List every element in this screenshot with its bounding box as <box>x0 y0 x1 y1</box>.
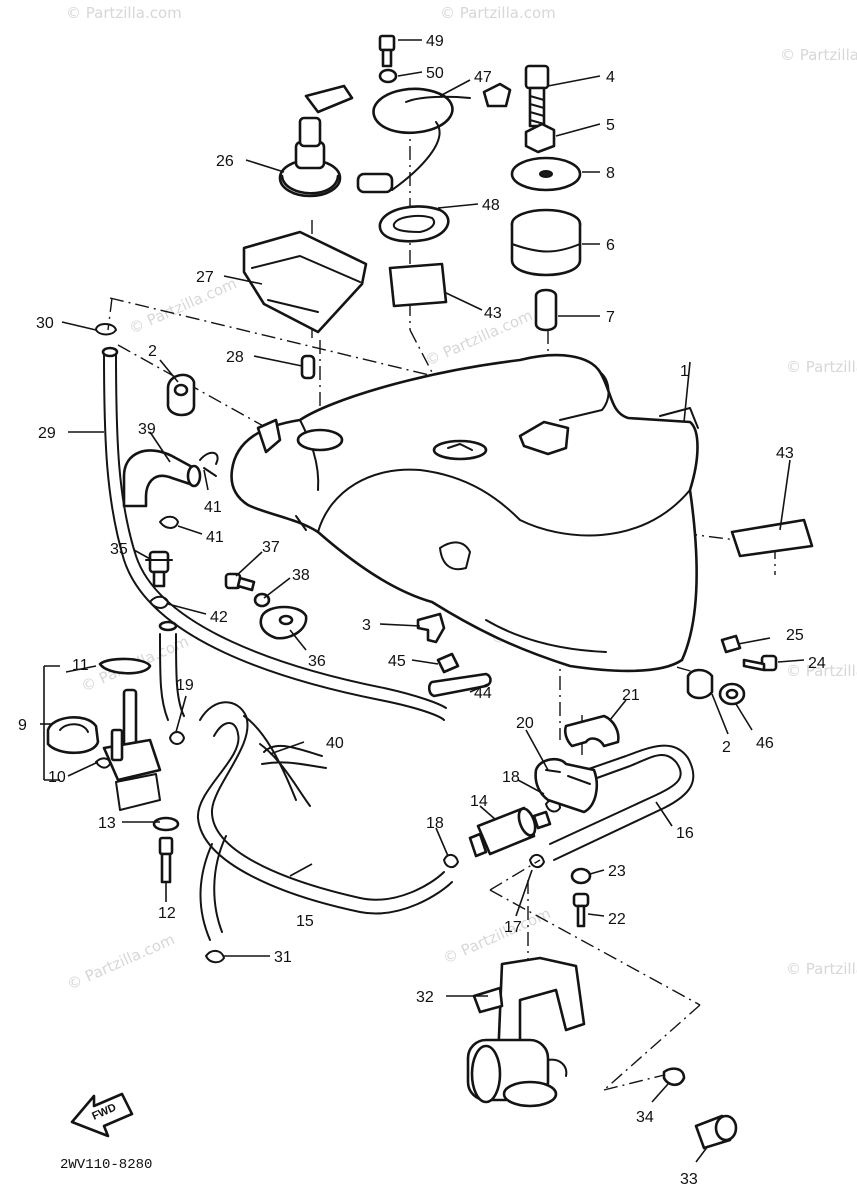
fuel-tank <box>230 353 699 673</box>
watermark-text: © Partzilla.com <box>786 662 857 680</box>
callout-18: 18 <box>426 815 444 832</box>
callout-42: 42 <box>210 609 228 626</box>
watermark-text: © Partzilla.com <box>440 4 556 22</box>
breather-hose <box>95 323 447 721</box>
callout-41: 41 <box>204 499 222 516</box>
fuel-cock <box>46 657 180 884</box>
fuel-hose <box>158 620 453 941</box>
callout-31: 31 <box>274 949 292 966</box>
callout-25: 25 <box>786 627 804 644</box>
callout-49: 49 <box>426 33 444 50</box>
watermark-text: © Partzilla.com <box>786 358 857 376</box>
callout-16: 16 <box>676 825 694 842</box>
callout-39: 39 <box>138 421 156 438</box>
callout-41: 41 <box>206 529 224 546</box>
filter-bracket <box>534 757 598 814</box>
fuel-sender <box>145 550 173 588</box>
bracket-clip <box>416 612 446 644</box>
grommet <box>166 373 196 417</box>
filter-clamp <box>563 714 620 748</box>
callout-24: 24 <box>808 655 826 672</box>
bracket-fasteners <box>224 572 308 640</box>
callout-18: 18 <box>502 769 520 786</box>
callout-22: 22 <box>608 911 626 928</box>
callout-11: 11 <box>72 657 89 674</box>
callout-2: 2 <box>148 343 157 360</box>
callout-32: 32 <box>416 989 434 1006</box>
callout-6: 6 <box>606 237 615 254</box>
watermark-text: © Partzilla.com <box>66 4 182 22</box>
callout-45: 45 <box>388 653 406 670</box>
leader-lines <box>40 39 805 1163</box>
tank-mount-hardware <box>510 64 582 332</box>
callout-30: 30 <box>36 315 54 332</box>
callout-38: 38 <box>292 567 310 584</box>
callout-5: 5 <box>606 117 615 134</box>
callout-40: 40 <box>326 735 344 752</box>
callout-17: 17 <box>504 919 522 936</box>
cap-gasket <box>378 205 450 243</box>
callout-36: 36 <box>308 653 326 670</box>
front-direction-arrow: FWD <box>70 1092 134 1138</box>
callout-43: 43 <box>776 445 794 462</box>
cap-cover <box>242 230 368 380</box>
callout-48: 48 <box>482 197 500 214</box>
callout-37: 37 <box>262 539 280 556</box>
carburetor-assembly <box>466 956 738 1150</box>
callout-26: 26 <box>216 153 234 170</box>
damper-pad <box>427 652 492 698</box>
callout-2: 2 <box>722 739 731 756</box>
callout-44: 44 <box>474 685 492 702</box>
cover-plate <box>388 262 814 558</box>
callout-21: 21 <box>622 687 640 704</box>
callout-4: 4 <box>606 69 615 86</box>
callout-43: 43 <box>484 305 502 322</box>
watermark-text: © Partzilla.com <box>780 46 857 64</box>
callout-34: 34 <box>636 1109 654 1126</box>
callout-8: 8 <box>606 165 615 182</box>
watermark-text: © Partzilla.com <box>64 930 177 994</box>
callout-10: 10 <box>48 769 66 786</box>
callout-numbers: 49 50 47 4 5 8 6 7 48 43 26 27 28 30 2 2… <box>18 33 826 1188</box>
callout-3: 3 <box>362 617 371 634</box>
diagram-code: 2WV110-8280 <box>60 1157 152 1173</box>
fuel-filter <box>468 806 552 858</box>
callout-47: 47 <box>474 69 492 86</box>
callout-27: 27 <box>196 269 214 286</box>
callout-33: 33 <box>680 1171 698 1188</box>
callout-15: 15 <box>296 913 314 930</box>
callout-35: 35 <box>110 541 128 558</box>
callout-19: 19 <box>176 677 194 694</box>
callout-13: 13 <box>98 815 116 832</box>
callout-1: 1 <box>680 363 689 380</box>
callout-29: 29 <box>38 425 56 442</box>
callout-14: 14 <box>470 793 488 810</box>
callout-20: 20 <box>516 715 534 732</box>
callout-28: 28 <box>226 349 244 366</box>
lower-fasteners <box>570 634 778 928</box>
fuel-line-hose <box>549 744 695 861</box>
callout-23: 23 <box>608 863 626 880</box>
watermark-text: © Partzilla.com <box>786 960 857 978</box>
callout-46: 46 <box>756 735 774 752</box>
fuel-cap-assembly <box>278 34 512 198</box>
callout-7: 7 <box>606 309 615 326</box>
callout-12: 12 <box>158 905 176 922</box>
callout-50: 50 <box>426 65 444 82</box>
callout-9: 9 <box>18 717 27 734</box>
vent-hose-elbow <box>122 449 202 508</box>
